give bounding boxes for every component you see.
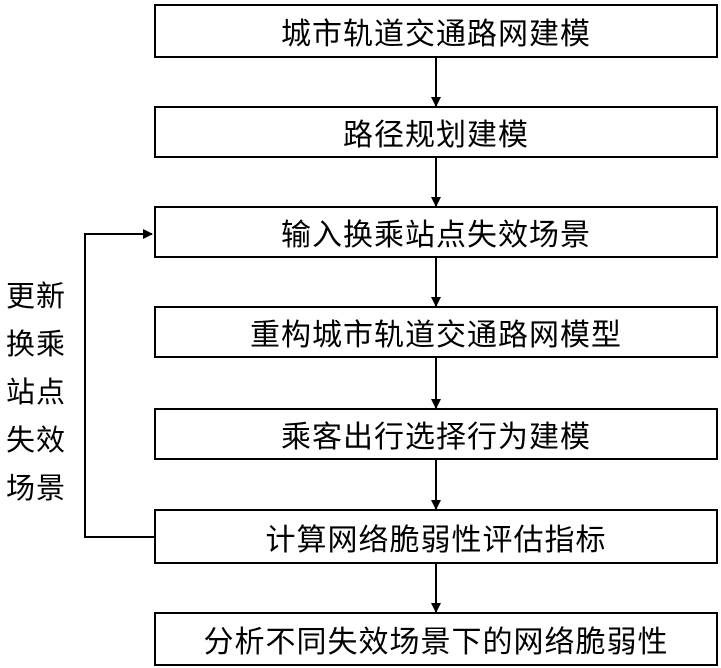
- step-6-label: 计算网络脆弱性评估指标: [265, 522, 607, 558]
- step-1-box: 城市轨道交通路网建模: [154, 4, 718, 58]
- step-3-label: 输入换乘站点失效场景: [281, 218, 591, 253]
- step-5-label: 乘客出行选择行为建模: [281, 420, 591, 455]
- step-4-box: 重构城市轨道交通路网模型: [154, 306, 718, 358]
- step-3-box: 输入换乘站点失效场景: [154, 206, 718, 258]
- feedback-loop-arrow: [84, 229, 154, 538]
- step-4-label: 重构城市轨道交通路网模型: [250, 318, 622, 353]
- step-7-label: 分析不同失效场景下的网络脆弱性: [203, 625, 669, 660]
- step-2-label: 路径规划建模: [343, 118, 529, 153]
- step-7-box: 分析不同失效场景下的网络脆弱性: [154, 612, 718, 666]
- feedback-loop-label: 更新换乘站点失效场景: [6, 279, 67, 505]
- step-2-box: 路径规划建模: [154, 106, 718, 158]
- step-1-label: 城市轨道交通路网建模: [281, 17, 591, 52]
- step-5-box: 乘客出行选择行为建模: [154, 408, 718, 460]
- step-6-box: 计算网络脆弱性评估指标: [154, 509, 718, 564]
